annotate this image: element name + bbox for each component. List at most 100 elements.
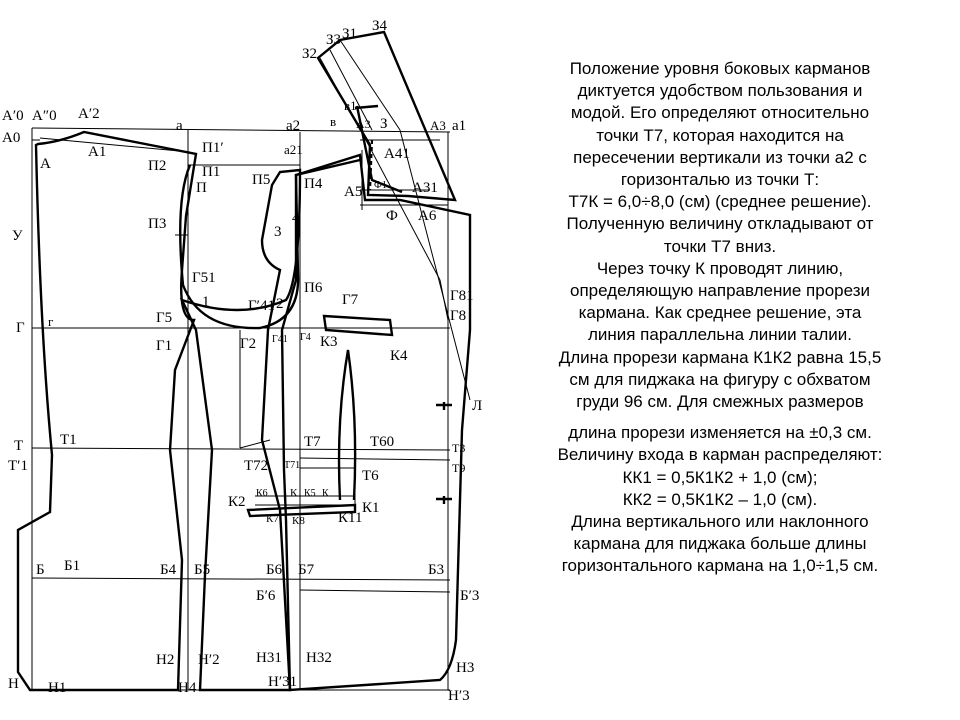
label: Б [36, 562, 45, 578]
label: Т7 [304, 434, 321, 450]
caption-line: Положение уровня боковых карманов [569, 59, 871, 78]
label: Н4 [178, 680, 197, 696]
label: 3 [274, 224, 282, 240]
label: Г1 [156, 338, 172, 354]
label: З4 [372, 18, 388, 34]
label: К4 [390, 348, 408, 364]
label: П1 [202, 164, 220, 180]
label: Б1 [64, 558, 80, 574]
label: а21 [284, 142, 303, 157]
label: Т9 [452, 461, 465, 475]
label: Г41 [272, 334, 288, 345]
label: К [290, 487, 298, 499]
caption-line: линия параллельна линии талии. [587, 325, 853, 345]
label: Б5 [194, 562, 210, 578]
label: Г4 [300, 332, 311, 343]
label: К1 [362, 500, 380, 516]
label: П5 [252, 172, 270, 188]
caption-line: точки Т7 вниз. [663, 236, 777, 256]
caption-line: Через точку К проводят линию, [596, 258, 844, 278]
label: Г5 [156, 310, 172, 326]
caption-line: модой. Его определяют относительно [570, 103, 870, 123]
label: Т [14, 438, 23, 454]
label: А6 [418, 208, 437, 224]
caption-line: Величину входа в карман распределяют: [557, 445, 883, 465]
label: а1 [452, 118, 466, 134]
caption-line: КК1 = 0,5К1К2 + 1,0 (см); [622, 467, 818, 487]
label: Т3 [452, 441, 465, 455]
label: К [322, 488, 329, 499]
label: К7 [266, 513, 279, 525]
label: Л [472, 398, 482, 414]
label: а [176, 118, 183, 134]
label: Б7 [298, 562, 315, 578]
label: П3 [148, 216, 166, 232]
label: Т71 [284, 460, 300, 471]
label: Г51 [192, 270, 216, 286]
pattern-outlines [16, 30, 472, 692]
point-labels: А′0 А″0 А′2 а а2 А0 А А1 П2 П1′ П1 П а21… [2, 18, 482, 704]
label: П1′ [202, 140, 224, 156]
label: А0 [2, 130, 20, 146]
label: А5 [344, 184, 362, 200]
label: Г81 [450, 288, 474, 304]
label: А [40, 156, 51, 172]
caption-line: КК2 = 0,5К1К2 – 1,0 (см). [622, 489, 818, 509]
label: К3 [320, 334, 338, 350]
label: К5 [304, 488, 316, 499]
label: А3 [430, 118, 446, 133]
label: Т60 [370, 434, 394, 450]
caption-line: горизонтального кармана на 1,0÷1,5 см. [561, 556, 879, 576]
label: Б′6 [256, 588, 276, 604]
label: А3 [356, 117, 371, 131]
label: А1 [88, 144, 106, 160]
label: Н3 [456, 660, 474, 676]
label: А41 [384, 146, 410, 162]
label: П [196, 180, 207, 196]
caption-line: кармана. Как среднее решение, эта [578, 303, 862, 323]
caption-line: горизонталью из точки Т: [620, 170, 820, 190]
label: П6 [304, 280, 323, 296]
label: З [380, 116, 388, 132]
label: Н′2 [198, 652, 220, 668]
caption-text-block: Положение уровня боковых карманов диктуе… [496, 58, 944, 578]
label: А″0 [32, 108, 57, 124]
caption-line: пересечении вертикали из точки а2 с [573, 147, 867, 167]
label: Т′1 [8, 458, 28, 474]
label: А31 [412, 180, 438, 196]
label: А′2 [78, 106, 100, 122]
caption-line: Полученную величину откладывают от [566, 214, 874, 234]
label: в [330, 114, 336, 129]
label: Б4 [160, 562, 177, 578]
label: Г [16, 320, 25, 336]
caption-line: длина прорези изменяется на ±0,3 см. [568, 423, 872, 443]
label: Н31 [256, 650, 282, 666]
label: Н′3 [448, 688, 470, 704]
label: Т1 [60, 432, 77, 448]
label: У [12, 228, 23, 244]
label: З3 [326, 32, 341, 48]
label: Н1 [48, 680, 66, 696]
label: З2 [302, 46, 317, 62]
label: П2 [148, 158, 166, 174]
caption-line: Длина прорези кармана К1К2 равна 15,5 [558, 347, 882, 367]
label: К2 [228, 494, 246, 510]
label: в1 [344, 98, 357, 113]
caption-line: определяющую направление прорези [569, 281, 870, 301]
label: Ф [386, 208, 398, 224]
lapel-fold-dashes [368, 139, 374, 191]
label: а2 [286, 118, 300, 134]
label: Ф1 [374, 180, 387, 191]
label: Г8 [450, 308, 466, 324]
label: К11 [338, 510, 362, 526]
label: К6 [256, 488, 268, 499]
label: Г2 [240, 336, 256, 352]
label: 1 [202, 294, 210, 310]
label: Б6 [266, 562, 283, 578]
label: З1 [342, 26, 357, 42]
label: Б3 [428, 562, 444, 578]
label: Н32 [306, 650, 332, 666]
label: Н′31 [268, 674, 297, 690]
label: К8 [292, 515, 305, 527]
label: Н2 [156, 652, 174, 668]
